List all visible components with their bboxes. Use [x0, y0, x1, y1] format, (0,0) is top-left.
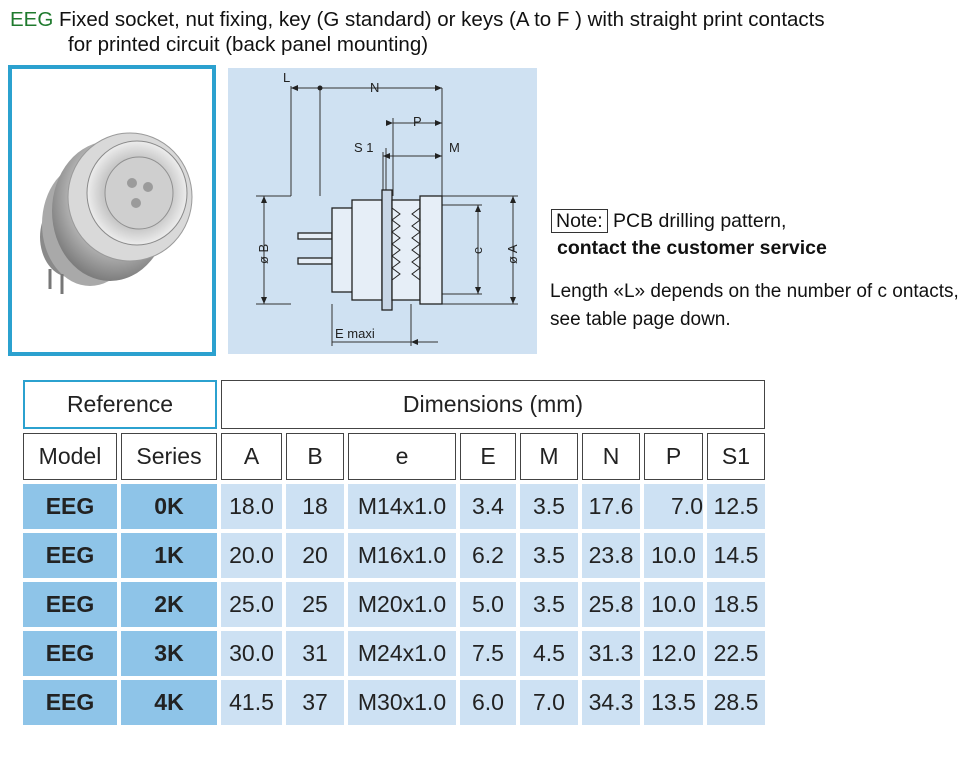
cell-a: 30.0	[221, 631, 282, 676]
col-header-b: B	[286, 433, 344, 480]
cell-a: 18.0	[221, 484, 282, 529]
cell-s1: 18.5	[707, 582, 765, 627]
col-header-p: P	[644, 433, 703, 480]
dimensions-table: Reference Dimensions (mm) Model Series A…	[19, 376, 769, 729]
dim-label-E: E maxi	[335, 326, 375, 341]
cell-s1: 14.5	[707, 533, 765, 578]
connector-photo	[40, 132, 193, 294]
cell-s1: 22.5	[707, 631, 765, 676]
dimensions-header: Dimensions (mm)	[221, 380, 765, 429]
col-header-n: N	[582, 433, 640, 480]
cell-e-thread: M16x1.0	[348, 533, 456, 578]
cell-p: 12.0	[644, 631, 703, 676]
cell-n: 31.3	[582, 631, 640, 676]
dim-label-L: L	[283, 70, 290, 85]
page-title: EEG Fixed socket, nut fixing, key (G sta…	[10, 7, 970, 57]
cell-model: EEG	[23, 533, 117, 578]
cell-a: 25.0	[221, 582, 282, 627]
cell-series: 0K	[121, 484, 217, 529]
col-header-e-max: E	[460, 433, 516, 480]
cell-p: 13.5	[644, 680, 703, 725]
cell-a: 20.0	[221, 533, 282, 578]
col-header-a: A	[221, 433, 282, 480]
cell-m: 3.5	[520, 533, 578, 578]
cell-model: EEG	[23, 484, 117, 529]
dim-label-P: P	[413, 114, 422, 129]
table-row: EEG 4K 41.5 37 M30x1.0 6.0 7.0 34.3 13.5…	[23, 680, 765, 725]
cell-model: EEG	[23, 631, 117, 676]
cell-n: 23.8	[582, 533, 640, 578]
col-header-e-thread: e	[348, 433, 456, 480]
cell-s1: 28.5	[707, 680, 765, 725]
col-header-series: Series	[121, 433, 217, 480]
cell-m: 4.5	[520, 631, 578, 676]
note-tag: Note:	[551, 209, 608, 233]
table-row: EEG 0K 18.0 18 M14x1.0 3.4 3.5 17.6 7.0 …	[23, 484, 765, 529]
cell-e-max: 6.0	[460, 680, 516, 725]
cell-e-max: 3.4	[460, 484, 516, 529]
cell-s1: 12.5	[707, 484, 765, 529]
dim-label-N: N	[370, 80, 379, 95]
cell-series: 1K	[121, 533, 217, 578]
length-note: Length «L» depends on the number of c on…	[550, 281, 959, 330]
cell-b: 31	[286, 631, 344, 676]
cell-n: 17.6	[582, 484, 640, 529]
cell-e-max: 5.0	[460, 582, 516, 627]
cell-p: 7.0	[644, 484, 703, 529]
cell-e-thread: M20x1.0	[348, 582, 456, 627]
col-header-s1: S1	[707, 433, 765, 480]
table-row: EEG 2K 25.0 25 M20x1.0 5.0 3.5 25.8 10.0…	[23, 582, 765, 627]
table-header-row-2: Model Series A B e E M N P S1	[23, 433, 765, 480]
dim-label-S1: S 1	[354, 140, 374, 155]
note-line1: PCB drilling pattern,	[613, 210, 787, 232]
title-line1: Fixed socket, nut fixing, key (G standar…	[53, 8, 825, 31]
col-header-model: Model	[23, 433, 117, 480]
cell-series: 3K	[121, 631, 217, 676]
note-line2: contact the customer service	[557, 237, 827, 259]
cell-a: 41.5	[221, 680, 282, 725]
cell-b: 20	[286, 533, 344, 578]
cell-model: EEG	[23, 582, 117, 627]
cell-n: 25.8	[582, 582, 640, 627]
cell-b: 18	[286, 484, 344, 529]
dimension-drawing: L N P S 1 M ø B e ø A E maxi	[228, 68, 537, 354]
col-header-m: M	[520, 433, 578, 480]
cell-series: 4K	[121, 680, 217, 725]
table-row: EEG 3K 30.0 31 M24x1.0 7.5 4.5 31.3 12.0…	[23, 631, 765, 676]
dim-label-A: ø A	[505, 244, 520, 264]
cell-b: 37	[286, 680, 344, 725]
cell-e-thread: M14x1.0	[348, 484, 456, 529]
cell-n: 34.3	[582, 680, 640, 725]
cell-m: 7.0	[520, 680, 578, 725]
cell-p: 10.0	[644, 582, 703, 627]
reference-header: Reference	[23, 380, 217, 429]
cell-p: 10.0	[644, 533, 703, 578]
cell-e-thread: M24x1.0	[348, 631, 456, 676]
table-header-row-1: Reference Dimensions (mm)	[23, 380, 765, 429]
cell-e-max: 7.5	[460, 631, 516, 676]
pcb-note: Note: PCB drilling pattern, contact the …	[551, 208, 827, 262]
cell-b: 25	[286, 582, 344, 627]
cell-model: EEG	[23, 680, 117, 725]
cell-e-thread: M30x1.0	[348, 680, 456, 725]
dim-label-e: e	[470, 247, 485, 254]
dim-label-M: M	[449, 140, 460, 155]
cell-e-max: 6.2	[460, 533, 516, 578]
dim-label-B: ø B	[256, 244, 271, 264]
product-photo-frame	[8, 65, 216, 356]
cell-series: 2K	[121, 582, 217, 627]
title-line2: for printed circuit (back panel mounting…	[68, 33, 429, 56]
table-row: EEG 1K 20.0 20 M16x1.0 6.2 3.5 23.8 10.0…	[23, 533, 765, 578]
product-code: EEG	[10, 8, 54, 31]
cell-m: 3.5	[520, 582, 578, 627]
cell-m: 3.5	[520, 484, 578, 529]
